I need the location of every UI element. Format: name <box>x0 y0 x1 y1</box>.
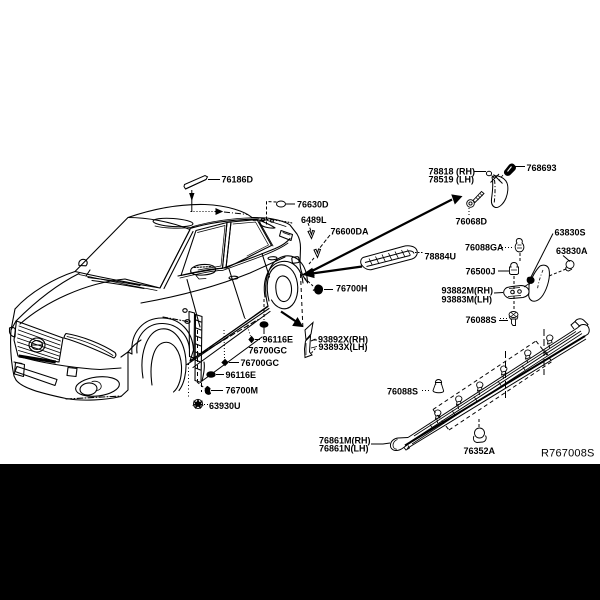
svg-text:76088GA: 76088GA <box>465 243 504 253</box>
svg-text:63830A: 63830A <box>556 246 588 256</box>
svg-text:76700GC: 76700GC <box>249 346 288 356</box>
svg-text:768693: 768693 <box>527 163 557 173</box>
svg-text:78519 (LH): 78519 (LH) <box>429 175 475 185</box>
svg-text:76700GC: 76700GC <box>241 358 280 368</box>
svg-text:76186D: 76186D <box>222 175 254 185</box>
svg-text:78884U: 78884U <box>425 252 457 262</box>
svg-text:76088S: 76088S <box>466 315 497 325</box>
svg-text:63830S: 63830S <box>555 228 586 238</box>
svg-text:76700H: 76700H <box>336 284 368 294</box>
svg-text:76861M(RH): 76861M(RH) <box>319 436 371 446</box>
svg-text:76088S: 76088S <box>387 387 418 397</box>
svg-text:76861N(LH): 76861N(LH) <box>319 444 369 454</box>
svg-text:93892X(RH): 93892X(RH) <box>318 335 368 345</box>
svg-text:78818 (RH): 78818 (RH) <box>429 167 476 177</box>
svg-text:93893X(LH): 93893X(LH) <box>319 342 368 352</box>
svg-text:96116E: 96116E <box>226 370 257 380</box>
svg-text:6489L: 6489L <box>301 215 327 225</box>
svg-text:96116E: 96116E <box>263 335 294 345</box>
svg-text:63930U: 63930U <box>209 401 241 411</box>
svg-text:76500J: 76500J <box>466 267 496 277</box>
svg-text:76700M: 76700M <box>226 386 259 396</box>
svg-text:93883M(LH): 93883M(LH) <box>442 295 493 305</box>
svg-text:76600DA: 76600DA <box>331 227 370 237</box>
svg-text:76068D: 76068D <box>456 217 488 227</box>
svg-text:76352A: 76352A <box>464 446 496 456</box>
svg-text:R767008S: R767008S <box>541 448 595 460</box>
svg-text:93882M(RH): 93882M(RH) <box>442 286 494 296</box>
svg-text:76630D: 76630D <box>297 200 329 210</box>
